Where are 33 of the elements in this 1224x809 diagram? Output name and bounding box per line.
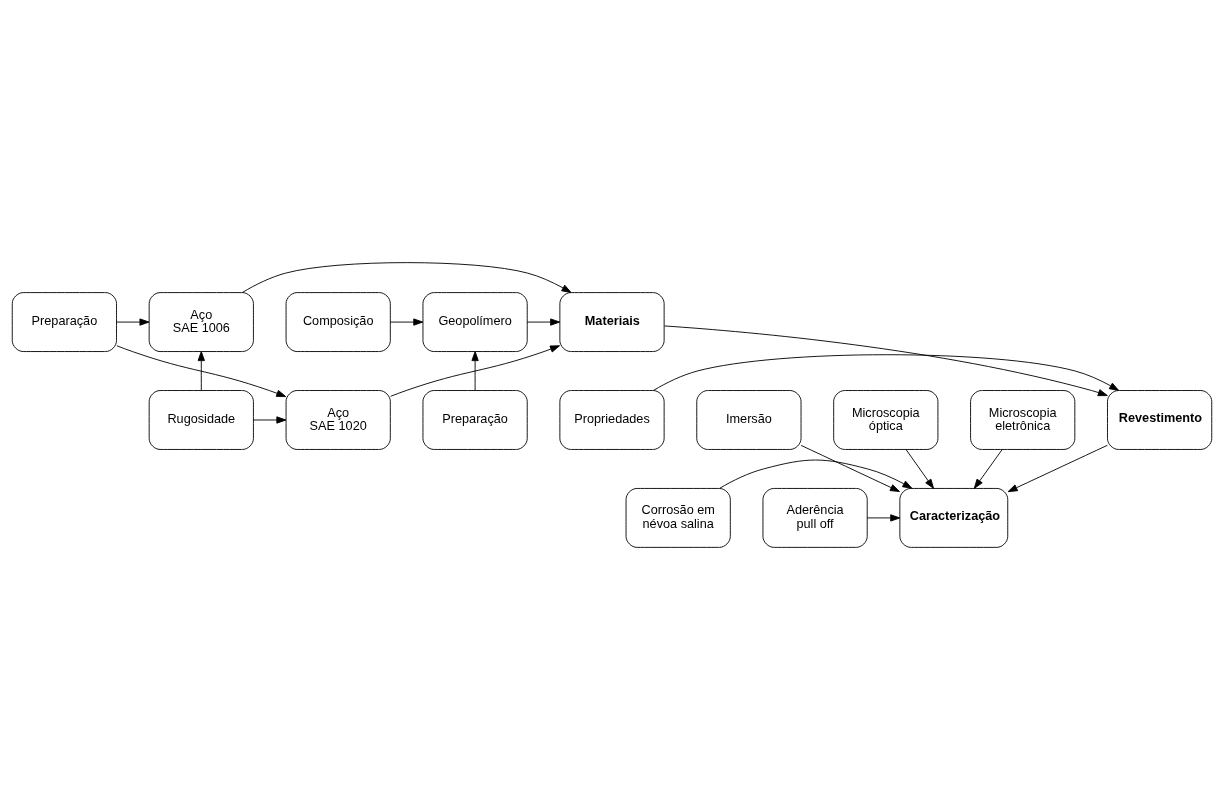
arrow xyxy=(905,448,934,489)
node-box: Composição xyxy=(285,291,391,352)
arrow xyxy=(116,344,287,397)
node-box: Geopolímero xyxy=(422,291,528,352)
arrow xyxy=(252,415,287,424)
node-box: Preparação xyxy=(11,291,117,352)
arrow xyxy=(197,350,205,391)
arrow xyxy=(1007,444,1108,492)
arrow xyxy=(800,444,900,492)
arrow xyxy=(719,459,913,489)
arrow xyxy=(389,317,424,326)
node-box: Revestimento xyxy=(1107,389,1213,450)
node-box: Propriedades xyxy=(559,389,665,450)
arrow xyxy=(653,353,1120,391)
node-box: Microscopia eletrônica xyxy=(970,389,1076,450)
node-box: Materiais xyxy=(559,291,665,352)
node-box: Rugosidade xyxy=(148,389,254,450)
node-box: Caracterização xyxy=(899,487,1009,548)
node-box: Preparação xyxy=(422,389,528,450)
arrow xyxy=(390,344,560,397)
node-box: Aderência pull off xyxy=(762,487,868,548)
node-box: Microscopia óptica xyxy=(833,389,939,450)
arrow xyxy=(116,317,150,326)
arrow xyxy=(241,261,572,293)
node-box: Imersão xyxy=(696,389,802,450)
arrow xyxy=(526,317,561,326)
arrow xyxy=(471,350,479,391)
node-box: Aço SAE 1006 xyxy=(148,291,254,352)
arrow xyxy=(866,513,901,522)
node-box: Corrosão em névoa salina xyxy=(625,487,731,548)
arrow xyxy=(663,325,1108,396)
arrow xyxy=(973,448,1003,489)
node-box: Aço SAE 1020 xyxy=(285,389,391,450)
